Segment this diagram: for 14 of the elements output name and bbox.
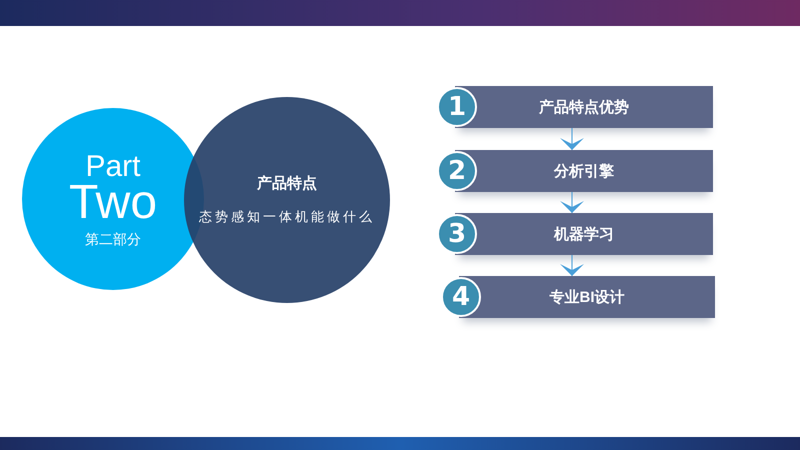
chevron-arrow: [560, 128, 584, 150]
subtitle: 第二部分: [85, 232, 141, 248]
step-label: 分析引擎: [554, 162, 614, 180]
chevron-arrow: [560, 192, 584, 214]
step-label: 专业BI设计: [550, 288, 624, 306]
number-badge: 4: [441, 277, 481, 317]
subtitle: 态势感知一体机能做什么: [199, 210, 375, 224]
number-badge: 1: [437, 87, 477, 127]
number-badge: 2: [437, 151, 477, 191]
step-label: 产品特点优势: [539, 98, 629, 116]
number-badge: 3: [437, 214, 477, 254]
chevron-arrow: [560, 254, 584, 276]
heading: 产品特点: [257, 176, 317, 192]
step-label: 机器学习: [554, 224, 614, 244]
